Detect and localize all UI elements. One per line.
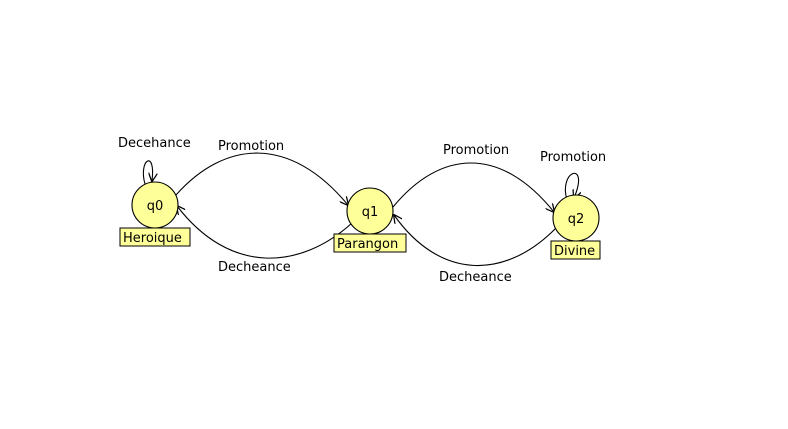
- edge-q0-to-q1: [175, 152, 348, 205]
- state-name: q0: [147, 199, 164, 214]
- edge-q1-to-q2: [392, 162, 554, 212]
- state-q0[interactable]: q0: [131, 181, 179, 229]
- label-box: [333, 233, 407, 253]
- edge-q2-self-loop: [564, 172, 578, 201]
- state-q1[interactable]: q1: [346, 187, 394, 235]
- label-box: [550, 240, 601, 260]
- state-label-box-q0: Heroique: [119, 227, 191, 247]
- state-name: q2: [568, 212, 585, 227]
- edge-q0-self-loop: [142, 160, 152, 185]
- state-label: Heroique: [123, 231, 182, 246]
- edge-label-q2-self: Promotion: [540, 150, 606, 165]
- edge-label-q0-self: Decehance: [118, 136, 191, 151]
- state-label: Divine: [554, 244, 595, 259]
- label-box: [119, 227, 191, 247]
- state-label: Parangon: [337, 237, 398, 252]
- state-label-box-q2: Divine: [550, 240, 601, 260]
- state-label-box-q1: Parangon: [333, 233, 407, 253]
- edge-q2-to-q1: [394, 215, 557, 267]
- state-name: q1: [362, 205, 379, 220]
- edge-label-q2-q1: Decheance: [439, 270, 512, 285]
- edge-label-q0-q1: Promotion: [218, 139, 284, 154]
- state-q2[interactable]: q2: [552, 194, 600, 242]
- edge-label-q1-q2: Promotion: [443, 143, 509, 158]
- edge-q1-to-q0: [177, 206, 353, 259]
- edge-label-q1-q0: Decheance: [218, 260, 291, 275]
